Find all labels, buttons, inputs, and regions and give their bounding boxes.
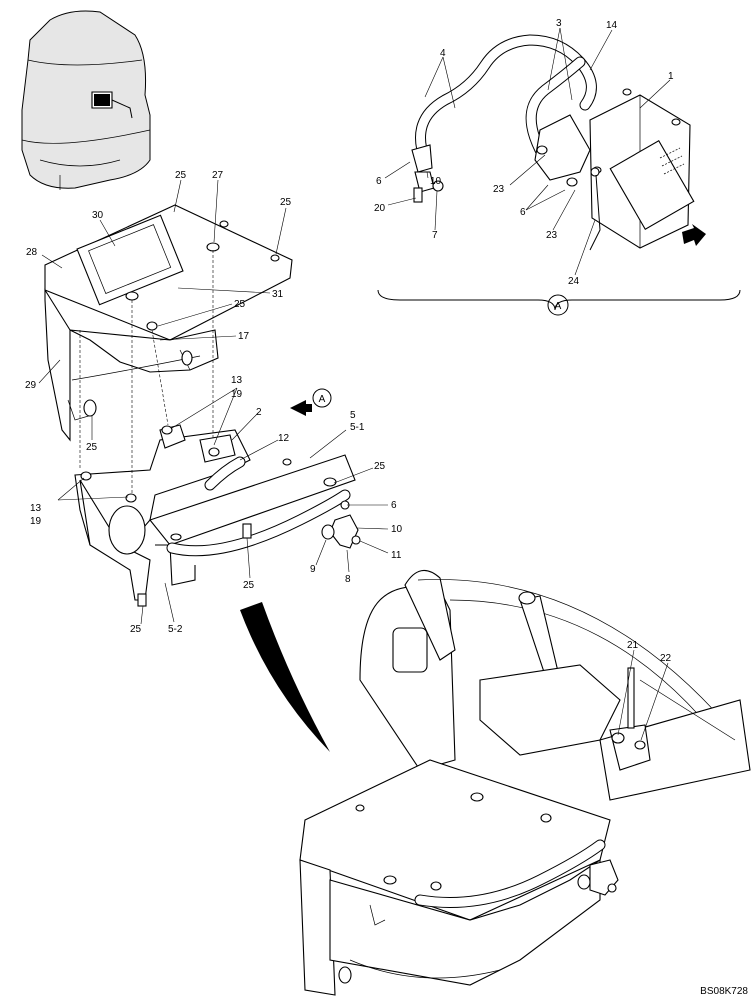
lower-duct-assembly: [74, 424, 361, 607]
callout-25c: 25: [234, 299, 246, 310]
callout-19a: 19: [231, 389, 243, 400]
callout-25g: 25: [130, 624, 142, 635]
callout-13b: 13: [30, 503, 42, 514]
callout-30: 30: [92, 210, 104, 221]
callout-4: 4: [440, 48, 446, 59]
callout-29: 29: [25, 380, 37, 391]
callout-3: 3: [556, 18, 562, 29]
detail-a-assembly: [411, 34, 695, 251]
upper-cover-assembly: [44, 204, 293, 442]
callout-25e: 25: [374, 461, 386, 472]
callout-9: 9: [310, 564, 316, 575]
callout-20: 20: [374, 203, 386, 214]
figure-code: BS08K728: [700, 986, 748, 997]
callout-13a: 13: [231, 375, 243, 386]
detail-a-bracket: A: [377, 289, 741, 316]
curved-pointer-arrow: [240, 602, 330, 752]
detail-a-bracket-letter: A: [555, 301, 562, 312]
callout-5-2: 5-2: [168, 624, 183, 635]
callout-27: 27: [212, 170, 224, 181]
callout-7: 7: [432, 230, 438, 241]
callout-25a: 25: [175, 170, 187, 181]
callout-25d: 25: [86, 442, 98, 453]
callout-21: 21: [627, 640, 639, 651]
callout-24: 24: [568, 276, 580, 287]
callout-25f: 25: [243, 580, 255, 591]
alignment-lines: [79, 250, 214, 495]
callout-2: 2: [256, 407, 262, 418]
callout-25b: 25: [280, 197, 292, 208]
cab-illustration: [21, 10, 151, 190]
machine-illustration: [299, 569, 751, 996]
callout-6a: 6: [376, 176, 382, 187]
callout-6c: 6: [391, 500, 397, 511]
callout-1: 1: [668, 71, 674, 82]
direction-arrow: [682, 224, 706, 246]
callout-8: 8: [345, 574, 351, 585]
view-arrow-a: A: [290, 388, 332, 416]
callout-17: 17: [238, 331, 250, 342]
callout-10a: 10: [430, 176, 442, 187]
callout-31: 31: [272, 289, 284, 300]
callout-labels: 4 3 14 1 6 10 20 7 23 6 23 24 25 27 25 3…: [25, 18, 674, 664]
callout-14: 14: [606, 20, 618, 31]
callout-5-1: 5-1: [350, 422, 365, 433]
callout-12: 12: [278, 433, 290, 444]
callout-22: 22: [660, 653, 672, 664]
callout-11: 11: [391, 550, 402, 561]
callout-23b: 23: [546, 230, 558, 241]
callout-5: 5: [350, 410, 356, 421]
leader-lines: [38, 27, 671, 741]
callout-6b: 6: [520, 207, 526, 218]
callout-28: 28: [26, 247, 38, 258]
callout-10b: 10: [391, 524, 403, 535]
callout-19b: 19: [30, 516, 42, 527]
callout-23a: 23: [493, 184, 505, 195]
view-arrow-a-letter: A: [319, 394, 326, 405]
